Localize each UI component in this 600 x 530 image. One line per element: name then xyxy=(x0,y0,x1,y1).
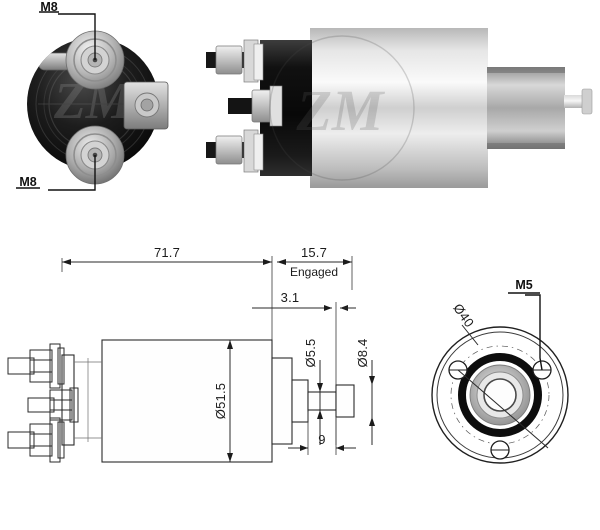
drawing-terminal-middle xyxy=(27,387,79,423)
m8-upper-label: M8 xyxy=(40,0,57,14)
side-plunger-rod xyxy=(564,95,586,108)
side-section-drawing: 71.7 15.7 Engaged 3.1 xyxy=(0,240,400,500)
dim-plunger-large-dia: Ø8.4 xyxy=(355,339,375,445)
front-ground-lug xyxy=(123,81,169,130)
front-cap-body xyxy=(27,38,159,170)
center-bore xyxy=(483,378,517,412)
drawing-terminal-lower xyxy=(7,417,65,463)
side-main-can xyxy=(310,28,488,188)
drawing-terminal-upper xyxy=(7,343,65,389)
m8-lower-label: M8 xyxy=(19,175,36,189)
dim-length-overall: 71.7 xyxy=(61,245,273,352)
end-view-drawing: Ø40 M5 xyxy=(400,270,600,500)
dim-plunger-large-dia-label: Ø8.4 xyxy=(355,339,370,368)
solenoid-front-photo: ZM xyxy=(0,0,190,205)
dim-engaged-note: Engaged xyxy=(290,265,338,279)
bolt-circle xyxy=(450,345,550,445)
dim-tip-length: 9 xyxy=(288,412,356,455)
dim-stroke-engaged: 15.7 Engaged xyxy=(277,245,353,290)
side-nose-collar xyxy=(487,67,565,149)
svg-text:ZM: ZM xyxy=(296,78,386,143)
dim-stroke-engaged-label: 15.7 xyxy=(301,245,327,260)
m8-lower-leader xyxy=(48,155,96,191)
m8-upper-leader xyxy=(58,13,96,60)
dim-body-diameter: Ø51.5 xyxy=(213,340,233,462)
dim-shoulder-label: 3.1 xyxy=(281,290,300,305)
side-terminal-upper xyxy=(206,39,264,83)
dim-plunger-small-dia: Ø5.5 xyxy=(303,339,323,445)
boss-ring xyxy=(458,353,542,437)
dim-mount-thread: M5 xyxy=(508,278,543,371)
dim-shoulder: 3.1 xyxy=(252,290,356,445)
mounting-hole xyxy=(490,440,510,460)
dim-body-diameter-label: Ø51.5 xyxy=(213,383,228,419)
dim-mount-thread-label: M5 xyxy=(515,278,532,292)
dim-plunger-small-dia-label: Ø5.5 xyxy=(303,339,318,368)
dim-tip-length-label: 9 xyxy=(318,432,325,447)
side-terminal-middle xyxy=(228,85,283,127)
dim-bolt-circle-label: Ø40 xyxy=(450,301,477,330)
side-plunger-tip xyxy=(581,88,593,115)
brand-watermark: ZM xyxy=(269,35,415,181)
solenoid-side-photo: ZM xyxy=(192,10,600,205)
dim-length-overall-label: 71.7 xyxy=(154,245,180,260)
side-terminal-lower xyxy=(206,129,264,173)
